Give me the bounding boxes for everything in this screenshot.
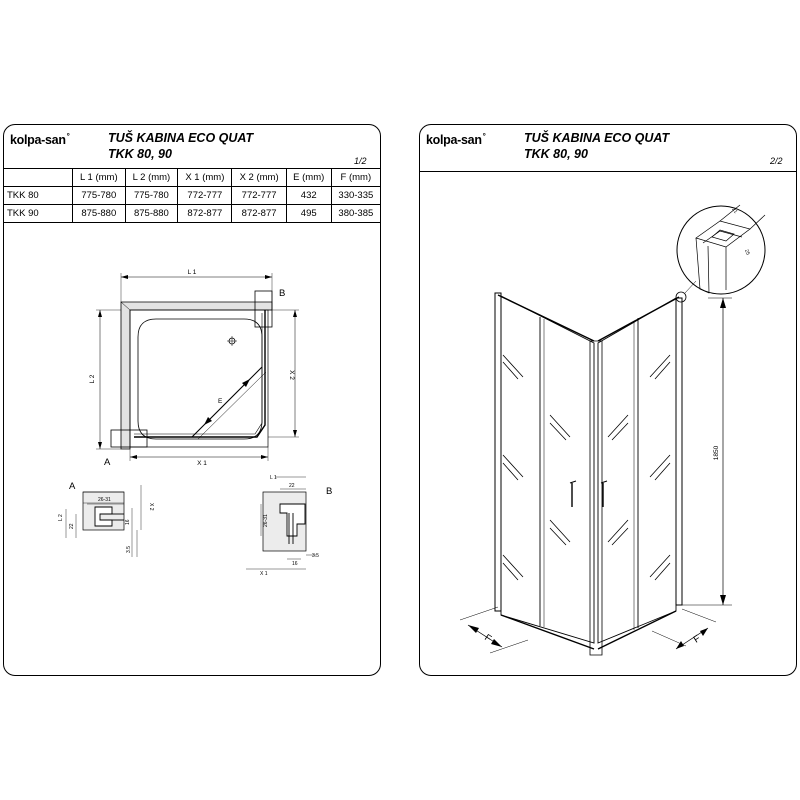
- table-cell: 380-385: [330, 204, 380, 223]
- dimensions-table: L 1 (mm) L 2 (mm) X 1 (mm) X 2 (mm) E (m…: [4, 168, 380, 223]
- detail-a-drawing: [65, 485, 142, 557]
- zoom-detail-profile: [695, 204, 766, 294]
- table-row-label: TKK 90: [4, 204, 73, 223]
- page-number: 1/2: [354, 156, 367, 166]
- right-wall-profile: [675, 297, 683, 606]
- label-l2: L 2: [89, 374, 96, 383]
- plan-view-drawing: L 1 L 2 X 2 X 1 E A B: [58, 269, 332, 577]
- detail-b-callout: B: [326, 486, 332, 497]
- table-cell: 872-877: [231, 204, 287, 223]
- callout-box-a: [110, 429, 148, 448]
- right-fixed-panel: [597, 297, 677, 644]
- left-fixed-panel: [500, 295, 595, 644]
- label-x1: X 1: [197, 460, 207, 467]
- zoom-detail-circle: [676, 205, 766, 295]
- height-label: 1850: [713, 445, 720, 460]
- table-cell: 872-877: [177, 204, 233, 223]
- detail-a-dim-top: 26-31: [98, 497, 111, 503]
- label-x2: X 2: [288, 370, 295, 380]
- brand-logo: kolpa-san°: [10, 132, 70, 148]
- wall-outline: [120, 301, 273, 450]
- detail-a-dim-left: L 2: [58, 514, 64, 521]
- zoom-dim-1: 21: [730, 207, 738, 215]
- label-l1: L 1: [188, 269, 197, 276]
- label-e: E: [218, 398, 223, 405]
- detail-b-dim-top: 22: [289, 483, 295, 489]
- callout-b-label: B: [279, 288, 285, 299]
- f-label-right: F: [692, 633, 703, 645]
- f-label-left: F: [482, 632, 493, 644]
- detail-b-dim-bottom: 16: [292, 561, 298, 567]
- brand-logo-accent-icon: °: [482, 132, 486, 141]
- glass-profile: [134, 310, 266, 438]
- detail-a-dim-right2: 16: [125, 519, 131, 525]
- callout-a-label: A: [104, 457, 111, 468]
- detail-b-drawing: [246, 476, 316, 570]
- detail-b-dim-l1: L 1: [270, 475, 277, 481]
- detail-a-callout: A: [69, 481, 76, 492]
- detail-b-dim-left: 26-31: [263, 514, 269, 527]
- detail-a-dim-right1: X 2: [148, 503, 154, 511]
- shower-basin: [137, 318, 263, 440]
- glass-reflections: [502, 354, 671, 581]
- perspective-drawing: 1850 F F 21 25: [459, 204, 766, 656]
- zoom-marker-icon: [675, 291, 687, 303]
- brand-logo-accent-icon: °: [66, 132, 70, 141]
- table-cell: 495: [285, 204, 332, 223]
- table-row: TKK 90 875-880 875-880 872-877 872-877 4…: [4, 204, 380, 223]
- detail-a-dim-bottom: 3.5: [126, 546, 132, 553]
- callout-box-b: [254, 290, 273, 328]
- header-divider: [420, 171, 796, 172]
- page-number: 2/2: [770, 156, 783, 166]
- corner-post: [589, 340, 603, 656]
- table-cell: 875-880: [124, 204, 179, 223]
- detail-b-dim-right: 3.5: [312, 553, 319, 559]
- left-wall-profile: [494, 292, 502, 612]
- brand-logo: kolpa-san°: [426, 132, 486, 148]
- detail-a-dim-inner: 22: [69, 523, 75, 529]
- detail-b-dim-x1: X 1: [260, 571, 268, 577]
- zoom-dim-2: 25: [743, 249, 751, 256]
